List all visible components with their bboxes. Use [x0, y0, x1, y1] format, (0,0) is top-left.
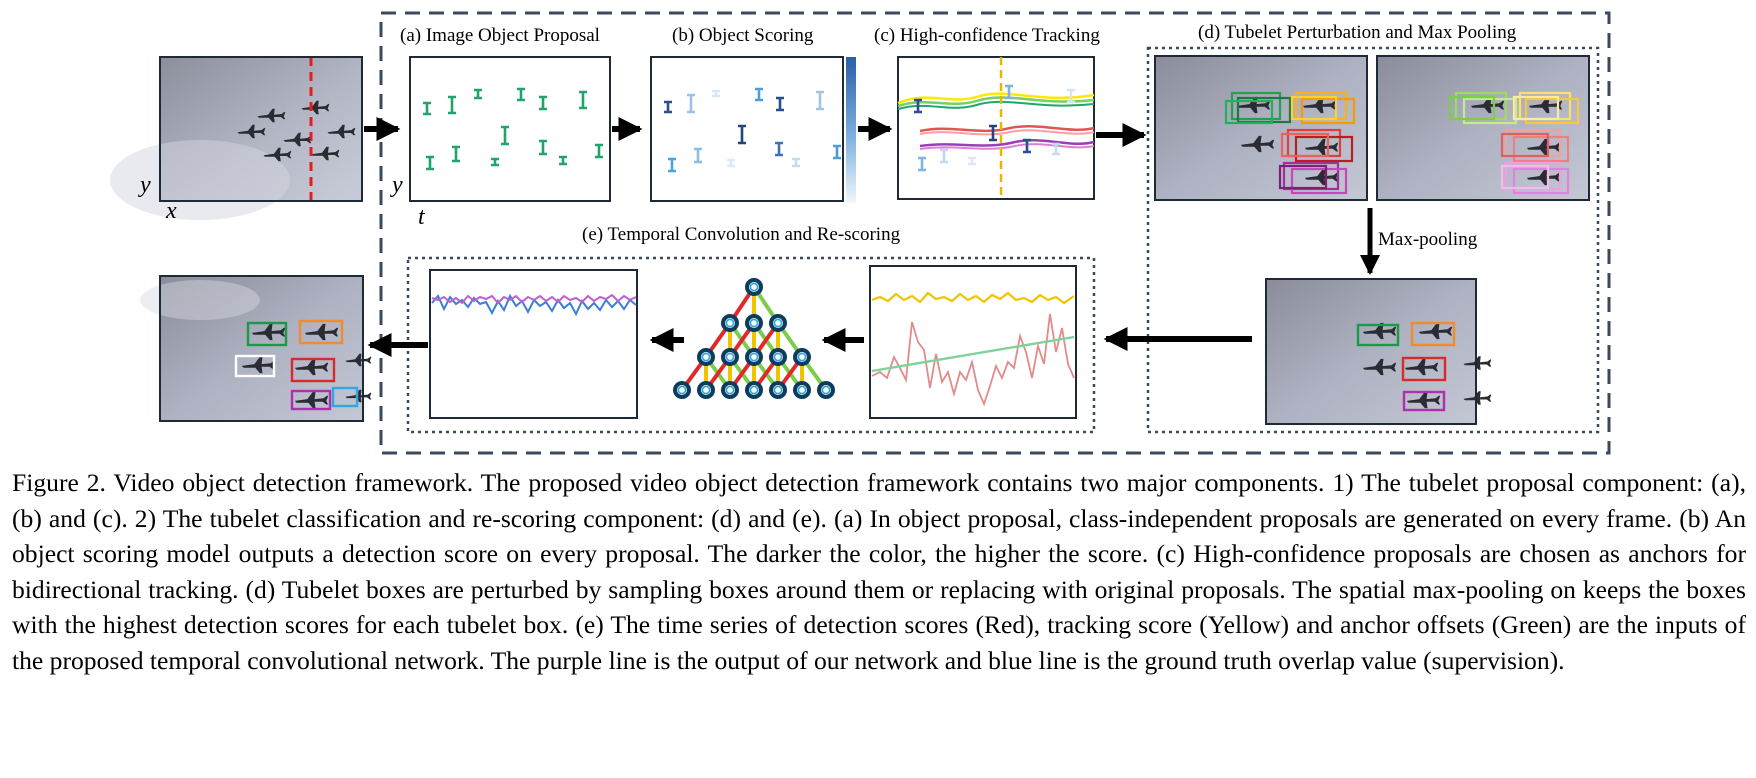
panel-e-title: (e) Temporal Convolution and Re-scoring	[582, 224, 901, 245]
input-x-axis-label: x	[165, 198, 177, 224]
output-series	[431, 293, 637, 305]
output-plot	[429, 269, 638, 419]
anchor-offset-series	[871, 335, 1075, 373]
panel-a-title: (a) Image Object Proposal	[400, 25, 600, 46]
temporal-conv-network	[673, 278, 835, 399]
perturbed-frame-2	[1376, 55, 1590, 201]
perturbed-frame-1	[1154, 55, 1368, 201]
panel-a-proposals	[409, 56, 611, 202]
input-time-series-plot	[869, 265, 1077, 419]
framework-figure: y x (a) Image Object Proposal y t (b) Ob…	[110, 11, 1611, 455]
tracking-score-series	[871, 291, 1075, 305]
framework-border	[379, 11, 1611, 455]
input-frame	[110, 56, 363, 220]
panel-c-tracking	[897, 56, 1095, 200]
panel-b-scores	[650, 56, 844, 202]
proposal-y-axis-label: y	[390, 172, 403, 198]
detection-score-series	[871, 313, 1075, 407]
input-y-axis-label: y	[138, 172, 151, 198]
panel-c-title: (c) High-confidence Tracking	[874, 25, 1100, 46]
panel-d-border	[1146, 46, 1600, 434]
panel-b-title: (b) Object Scoring	[672, 25, 814, 46]
score-colorbar	[846, 57, 856, 203]
panel-d-title: (d) Tubelet Perturbation and Max Pooling	[1198, 22, 1517, 43]
final-frame	[140, 275, 372, 422]
caption-text: Figure 2. Video object detection framewo…	[12, 468, 1746, 675]
maxpool-label: Max-pooling	[1378, 229, 1478, 250]
maxpooled-frame	[1265, 278, 1492, 425]
proposal-t-axis-label: t	[418, 204, 426, 230]
figure-caption: Figure 2. Video object detection framewo…	[12, 465, 1746, 678]
